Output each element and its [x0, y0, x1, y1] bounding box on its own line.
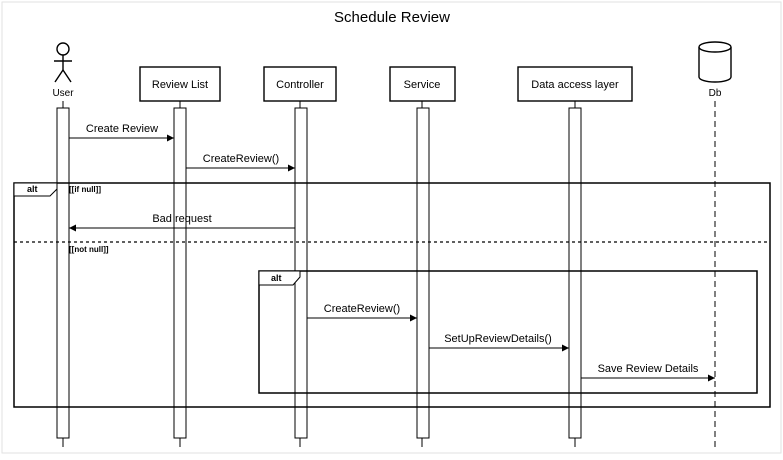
- inner-alt-operator: alt: [271, 273, 282, 283]
- database-icon: [698, 41, 732, 83]
- user-activation-bar: [56, 107, 70, 439]
- review-list-activation-bar: [173, 107, 187, 439]
- message-setupreviewdetails-label: SetUpReviewDetails(): [444, 333, 552, 345]
- participant-service: Service: [389, 66, 456, 102]
- participant-data-access-layer-label: Data access layer: [531, 79, 619, 91]
- message-createreview-service-label: CreateReview(): [324, 303, 400, 315]
- message-bad-request-label: Bad request: [152, 213, 211, 225]
- participant-service-label: Service: [404, 79, 441, 91]
- outer-alt-operator: alt: [27, 184, 38, 194]
- outer-alt-fragment: alt [[if null]] [[not null]]: [13, 182, 771, 408]
- db-label: Db: [709, 88, 722, 99]
- participant-data-access-layer: Data access layer: [517, 66, 633, 102]
- data-access-activation-bar: [568, 107, 582, 439]
- user-actor-icon: [54, 42, 72, 83]
- diagram-title: Schedule Review: [334, 9, 450, 26]
- participant-review-list-label: Review List: [152, 79, 208, 91]
- participant-controller: Controller: [263, 66, 337, 102]
- outer-alt-guard-if-null: [[if null]]: [69, 185, 101, 194]
- inner-alt-fragment: alt: [258, 270, 758, 394]
- participant-review-list: Review List: [139, 66, 221, 102]
- message-createreview-controller-label: CreateReview(): [203, 153, 279, 165]
- message-save-review-details-label: Save Review Details: [598, 363, 699, 375]
- message-create-review-label: Create Review: [86, 123, 158, 135]
- participant-controller-label: Controller: [276, 79, 324, 91]
- outer-alt-guard-not-null: [[not null]]: [69, 245, 109, 254]
- service-activation-bar: [416, 107, 430, 439]
- user-label: User: [52, 88, 74, 99]
